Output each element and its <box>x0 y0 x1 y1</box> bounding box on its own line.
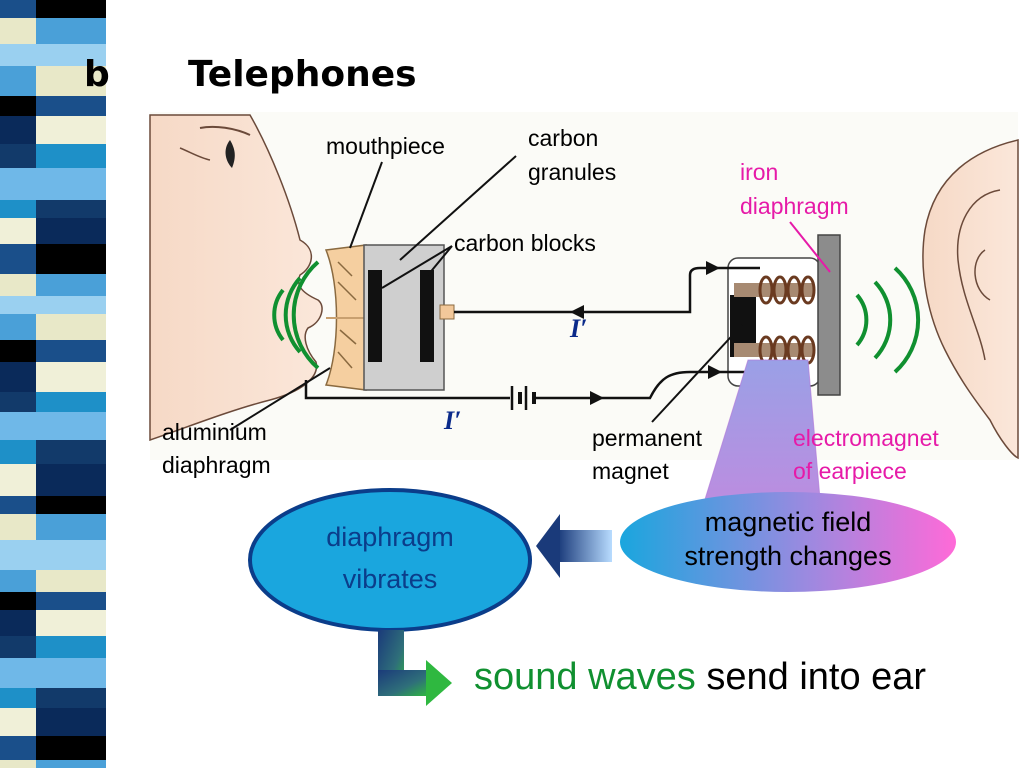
current-arrow-return <box>708 365 722 379</box>
sound-waves-mouth <box>272 260 320 370</box>
magnetic-field-text-line2: strength changes <box>684 541 892 571</box>
label-electromagnet-line1: electromagnet <box>793 425 939 451</box>
magnetic-field-text-line1: magnetic field <box>704 507 872 537</box>
result-statement: sound waves send into ear <box>474 656 926 699</box>
carbon-block-right <box>420 270 434 362</box>
label-aluminium-diaphragm-line1: aluminium <box>162 419 267 445</box>
label-iron-diaphragm-line2: diaphragm <box>740 193 849 219</box>
label-carbon-granules-line2: granules <box>528 159 617 185</box>
current-arrow-right <box>706 261 720 275</box>
label-iron-diaphragm-line1: iron <box>740 159 779 185</box>
callout-wedge <box>698 360 822 522</box>
sound-waves-ear <box>855 266 921 374</box>
diaphragm-vibrates-text-line2: vibrates <box>342 564 438 594</box>
diaphragm-vibrates-oval <box>248 488 532 632</box>
coil-top <box>758 275 816 305</box>
label-permanent-magnet-line2: magnet <box>592 458 669 484</box>
current-arrow-bottom <box>590 391 604 405</box>
label-permanent-magnet-line1: permanent <box>592 425 702 451</box>
flow-arrow-elbow <box>378 630 452 706</box>
battery-icon <box>510 386 536 410</box>
slide-title: Telephones <box>188 54 417 95</box>
label-current-bottom: I′ <box>444 406 462 435</box>
iron-diaphragm <box>817 234 841 396</box>
ear <box>922 139 1019 460</box>
eye-icon <box>225 140 235 168</box>
current-arrow-top <box>570 305 584 319</box>
leader-lines <box>229 155 743 431</box>
carbon-block-left <box>368 270 382 362</box>
decorative-stripe-bar <box>0 0 120 768</box>
label-carbon-blocks: carbon blocks <box>454 230 596 256</box>
label-electromagnet-line2: of earpiece <box>793 458 907 484</box>
label-aluminium-diaphragm-line2: diaphragm <box>162 452 271 478</box>
face-profile <box>149 114 323 442</box>
flow-arrow-left <box>536 514 612 578</box>
magnetic-field-oval <box>620 492 956 592</box>
label-mouthpiece: mouthpiece <box>326 133 445 159</box>
label-carbon-granules-line1: carbon <box>528 125 599 151</box>
diaphragm-vibrates-text-line1: diaphragm <box>326 522 454 552</box>
result-send-into-ear: send into ear <box>706 656 927 698</box>
result-sound-waves: sound waves <box>474 656 696 698</box>
label-current-top: I′ <box>570 314 588 343</box>
circuit-wires <box>304 266 760 400</box>
section-letter: b <box>84 54 110 95</box>
